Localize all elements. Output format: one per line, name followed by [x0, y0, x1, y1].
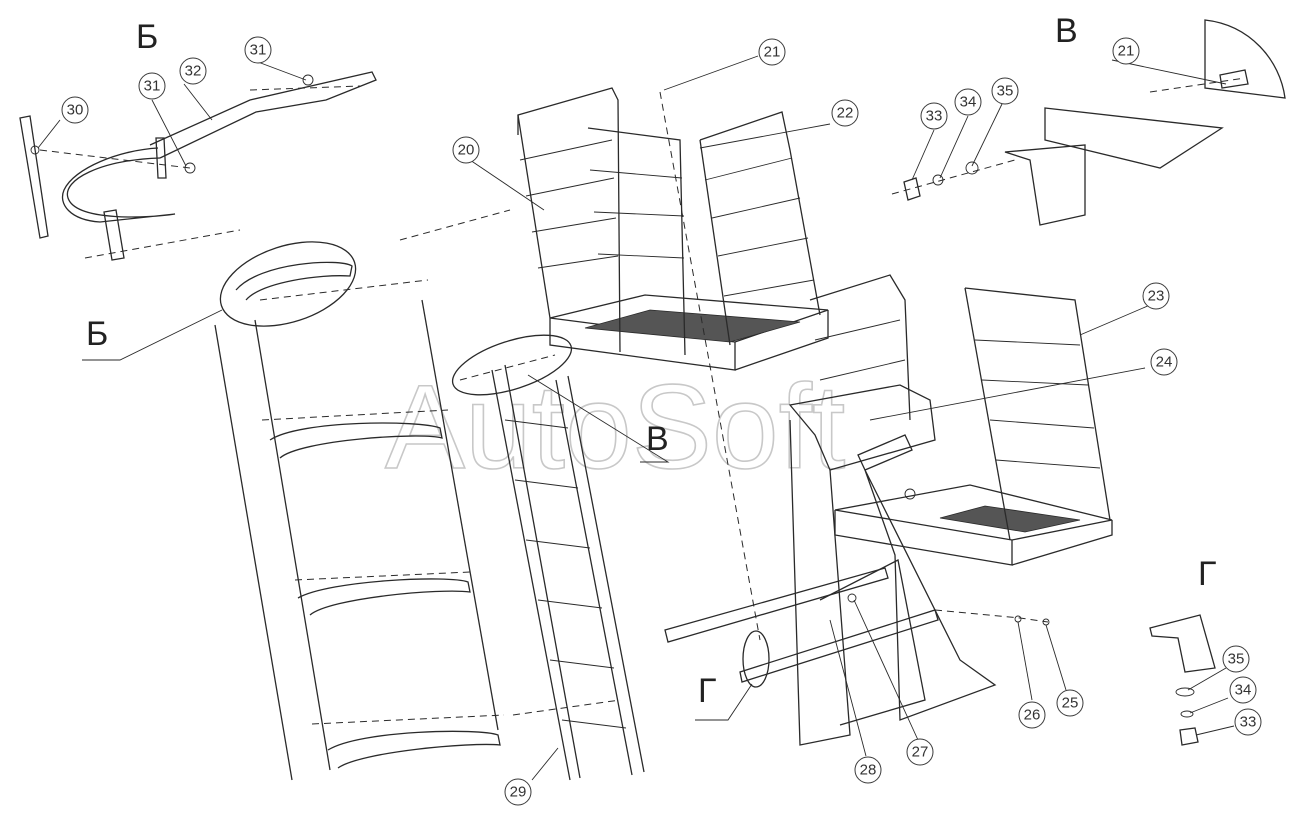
svg-text:26: 26	[1024, 707, 1041, 724]
svg-text:30: 30	[67, 102, 84, 119]
callout-22: 22	[831, 99, 859, 127]
callout-28: 28	[854, 756, 882, 784]
lower-platform	[809, 274, 1113, 566]
svg-text:21: 21	[1118, 43, 1135, 60]
callout-20: 20	[452, 136, 480, 164]
callout-25: 25	[1056, 689, 1084, 717]
upper-platform	[517, 87, 829, 371]
svg-text:25: 25	[1062, 695, 1079, 712]
callout-35-g: 35	[1222, 645, 1250, 673]
view-label-g-main: Г	[698, 672, 716, 710]
hinge-unit	[788, 384, 997, 746]
callout-27: 27	[906, 738, 934, 766]
callout-leaders	[37, 55, 1235, 781]
svg-text:33: 33	[926, 108, 943, 125]
svg-text:22: 22	[837, 105, 854, 122]
svg-text:27: 27	[912, 744, 929, 761]
callout-35-v: 35	[991, 77, 1019, 105]
axis-line	[659, 91, 761, 641]
callout-21-top: 21	[758, 38, 786, 66]
callout-34-g: 34	[1229, 676, 1257, 704]
detail-g-marker	[742, 630, 770, 688]
ladder	[459, 354, 645, 781]
angle-bar	[664, 567, 1050, 683]
svg-text:23: 23	[1148, 288, 1165, 305]
callout-31-b: 31	[138, 72, 166, 100]
svg-text:34: 34	[960, 94, 977, 111]
leader-v	[527, 374, 670, 463]
svg-text:31: 31	[144, 78, 161, 95]
svg-text:31: 31	[250, 42, 267, 59]
link-line	[399, 209, 511, 241]
view-label-g-detail: Г	[1198, 555, 1216, 593]
svg-text:24: 24	[1156, 354, 1173, 371]
callout-33-g: 33	[1234, 708, 1262, 736]
view-label-b-main: Б	[86, 315, 108, 353]
callout-31-a: 31	[244, 36, 272, 64]
view-label-b-detail: Б	[136, 18, 158, 56]
detail-v-view	[891, 19, 1286, 226]
leader-g	[695, 683, 753, 721]
callout-23: 23	[1142, 282, 1170, 310]
callout-30: 30	[61, 96, 89, 124]
svg-text:20: 20	[458, 142, 475, 159]
leader-b	[82, 309, 223, 361]
detail-g-view	[1149, 614, 1216, 746]
callout-32: 32	[179, 57, 207, 85]
callout-21-v: 21	[1112, 37, 1140, 65]
svg-text:21: 21	[764, 44, 781, 61]
callout-26: 26	[1018, 701, 1046, 729]
view-label-v-detail: В	[1055, 12, 1078, 50]
svg-text:32: 32	[185, 63, 202, 80]
svg-text:35: 35	[1228, 651, 1245, 668]
view-label-v-main: В	[646, 420, 669, 458]
svg-text:35: 35	[997, 83, 1014, 100]
callout-34-v: 34	[954, 88, 982, 116]
svg-text:33: 33	[1240, 714, 1257, 731]
detail-b-marker	[219, 241, 357, 327]
detail-b-view	[19, 71, 377, 261]
cage-hoops	[214, 261, 505, 781]
callout-24: 24	[1150, 348, 1178, 376]
svg-text:29: 29	[510, 784, 527, 801]
callout-33-v: 33	[920, 102, 948, 130]
watermark: AutoSoft	[385, 360, 845, 494]
svg-text:28: 28	[860, 762, 877, 779]
callout-29: 29	[504, 778, 532, 806]
detail-v-marker	[451, 334, 573, 396]
svg-text:34: 34	[1235, 682, 1252, 699]
